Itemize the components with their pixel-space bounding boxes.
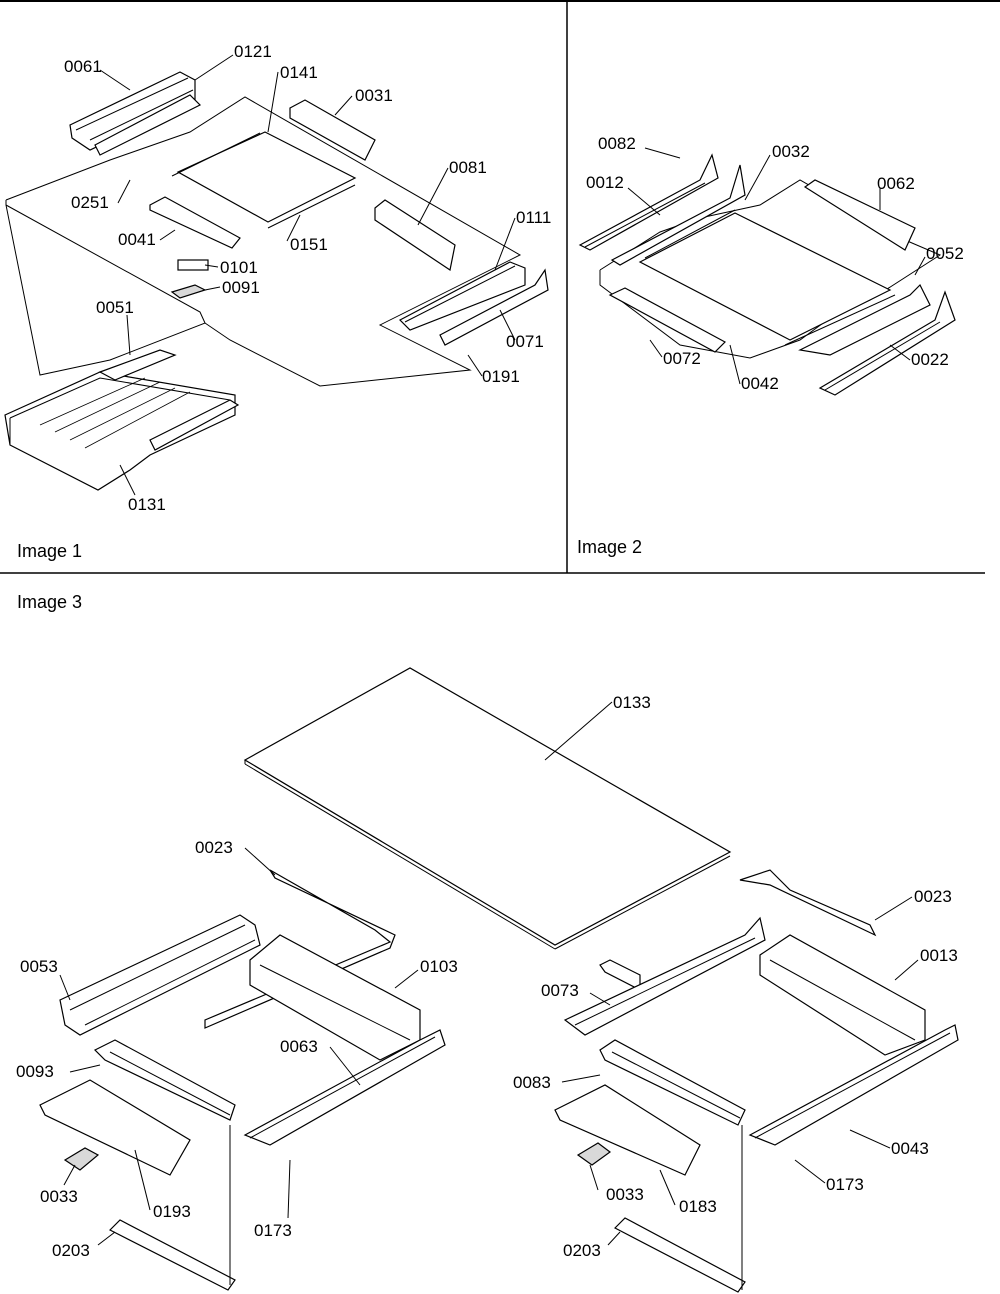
image1-leaders [99,54,516,496]
label-0251: 0251 [71,193,109,212]
image3-leaders [59,701,919,1246]
label-0133: 0133 [613,693,651,712]
image2-drawing [578,153,956,396]
label-0203-right: 0203 [563,1241,601,1260]
label-0082: 0082 [598,134,636,153]
label-0023-right: 0023 [914,887,952,906]
image2-labels: 0082 0032 0012 0062 0052 0072 0042 0022 … [577,134,964,557]
label-0022: 0022 [911,350,949,369]
label-0053: 0053 [20,957,58,976]
label-0073: 0073 [541,981,579,1000]
label-0203-left: 0203 [52,1241,90,1260]
label-0043: 0043 [891,1139,929,1158]
label-0071: 0071 [506,332,544,351]
image3-drawing [39,667,959,1293]
panel-borders [0,0,1000,574]
label-0141: 0141 [280,63,318,82]
label-0191: 0191 [482,367,520,386]
label-0101: 0101 [220,258,258,277]
label-0061: 0061 [64,57,102,76]
label-0012: 0012 [586,173,624,192]
label-0031: 0031 [355,86,393,105]
image2-leaders [627,147,926,385]
label-0013: 0013 [920,946,958,965]
image3-caption: Image 3 [17,592,82,612]
label-0032: 0032 [772,142,810,161]
label-0093: 0093 [16,1062,54,1081]
label-0063: 0063 [280,1037,318,1056]
image1-drawing [4,71,549,491]
label-0033-right: 0033 [606,1185,644,1204]
image1-labels: 0061 0121 0141 0031 0081 0111 0251 0041 … [17,42,551,561]
label-0193: 0193 [153,1202,191,1221]
label-0051: 0051 [96,298,134,317]
label-0183: 0183 [679,1197,717,1216]
label-0062: 0062 [877,174,915,193]
label-0131: 0131 [128,495,166,514]
label-0072: 0072 [663,349,701,368]
label-0033-left: 0033 [40,1187,78,1206]
image2-caption: Image 2 [577,537,642,557]
label-0081: 0081 [449,158,487,177]
label-0041: 0041 [118,230,156,249]
label-0121: 0121 [234,42,272,61]
label-0052: 0052 [926,244,964,263]
label-0173-right: 0173 [826,1175,864,1194]
label-0083: 0083 [513,1073,551,1092]
label-0151: 0151 [290,235,328,254]
label-0091: 0091 [222,278,260,297]
image3-labels: Image 3 0133 0023 0023 0053 0103 0013 00… [16,592,958,1260]
label-0103: 0103 [420,957,458,976]
label-0111: 0111 [516,208,551,227]
label-0042: 0042 [741,374,779,393]
label-0173-left: 0173 [254,1221,292,1240]
label-0023-left: 0023 [195,838,233,857]
image1-caption: Image 1 [17,541,82,561]
